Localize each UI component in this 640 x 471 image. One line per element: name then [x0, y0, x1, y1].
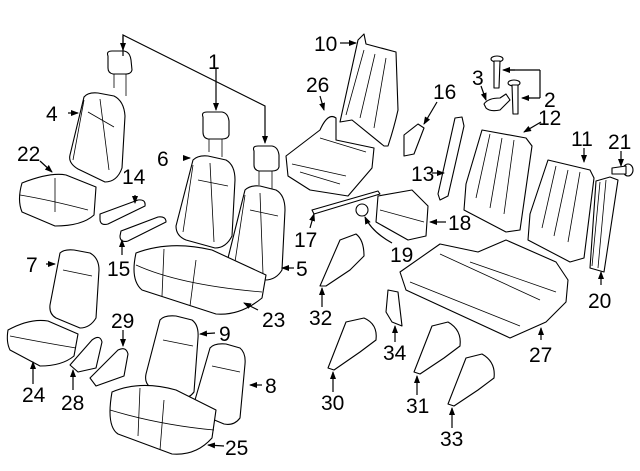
bracket-34[interactable]: [385, 289, 403, 327]
leader-lines: [30, 34, 624, 449]
headrest-left[interactable]: [106, 50, 133, 96]
callout-17[interactable]: 17: [294, 229, 317, 252]
hinge-bracket-33[interactable]: [447, 353, 495, 407]
callout-15[interactable]: 15: [107, 258, 130, 281]
callout-26[interactable]: 26: [306, 74, 329, 97]
callout-4[interactable]: 4: [46, 103, 58, 126]
seat-cushion-22[interactable]: [18, 173, 97, 227]
callout-21[interactable]: 21: [608, 131, 631, 154]
callout-22[interactable]: 22: [17, 143, 40, 166]
side-trim-20[interactable]: [589, 176, 619, 273]
callout-10[interactable]: 10: [314, 33, 337, 56]
cushion-frame-27[interactable]: [399, 239, 569, 339]
callout-6[interactable]: 6: [157, 148, 169, 171]
armrest-14[interactable]: [99, 199, 146, 225]
seat-back-7[interactable]: [49, 249, 100, 329]
cushion-frame-26[interactable]: [285, 115, 375, 197]
callout-24[interactable]: 24: [22, 384, 46, 407]
bracket-16[interactable]: [403, 123, 425, 157]
callout-27[interactable]: 27: [529, 344, 552, 367]
callout-33[interactable]: 33: [440, 428, 463, 451]
callout-29[interactable]: 29: [111, 310, 134, 333]
side-trim-13[interactable]: [437, 116, 465, 201]
callout-25[interactable]: 25: [225, 437, 248, 460]
trim-panel-29[interactable]: [89, 348, 129, 387]
callout-1[interactable]: 1: [208, 51, 220, 74]
callout-18[interactable]: 18: [448, 212, 471, 235]
armrest-15[interactable]: [119, 216, 167, 242]
seat-back-frame-12[interactable]: [463, 129, 533, 233]
callout-labels: 1 2 3 4 5 6 7 8 9 10 11 12 13 14 15 16 1…: [17, 33, 631, 460]
callout-19[interactable]: 19: [390, 244, 413, 267]
hinge-bracket-31[interactable]: [413, 321, 461, 375]
callout-23[interactable]: 23: [262, 309, 285, 332]
hinge-bracket-32[interactable]: [319, 233, 365, 287]
trim-panel-28[interactable]: [69, 336, 103, 373]
seat-back-4[interactable]: [69, 92, 126, 183]
callout-31[interactable]: 31: [406, 395, 429, 418]
seat-back-frame-11[interactable]: [527, 159, 595, 263]
callout-28[interactable]: 28: [61, 392, 84, 415]
seat-back-frame-10[interactable]: [339, 33, 399, 147]
seat-cushion-23[interactable]: [133, 245, 267, 315]
seat-cushion-24[interactable]: [6, 319, 79, 367]
headrest-center[interactable]: [201, 111, 230, 157]
guide-clip-3[interactable]: [483, 93, 511, 112]
callout-34[interactable]: 34: [383, 342, 407, 365]
retainer-19[interactable]: [355, 203, 369, 217]
headrest-guide-2[interactable]: [490, 55, 521, 115]
callout-32[interactable]: 32: [309, 307, 332, 330]
seat-back-9[interactable]: [145, 315, 199, 399]
callout-5[interactable]: 5: [296, 258, 308, 281]
callout-8[interactable]: 8: [265, 375, 277, 398]
seat-back-6[interactable]: [175, 155, 236, 249]
callout-9[interactable]: 9: [219, 323, 231, 346]
callout-13[interactable]: 13: [411, 163, 434, 186]
callout-30[interactable]: 30: [321, 392, 344, 415]
callout-12[interactable]: 12: [538, 107, 561, 130]
callout-7[interactable]: 7: [26, 254, 38, 277]
panel-18[interactable]: [375, 189, 429, 241]
headrest-right[interactable]: [252, 145, 280, 190]
seat-cushion-25[interactable]: [109, 384, 217, 455]
callout-3[interactable]: 3: [472, 67, 484, 90]
callout-16[interactable]: 16: [433, 81, 456, 104]
pin-21[interactable]: [611, 163, 634, 177]
callout-2[interactable]: 2: [544, 89, 556, 112]
trim-strip-17[interactable]: [311, 190, 381, 215]
callout-20[interactable]: 20: [588, 290, 611, 313]
hinge-bracket-30[interactable]: [327, 317, 377, 371]
callout-11[interactable]: 11: [571, 128, 593, 151]
callout-14[interactable]: 14: [122, 166, 146, 189]
